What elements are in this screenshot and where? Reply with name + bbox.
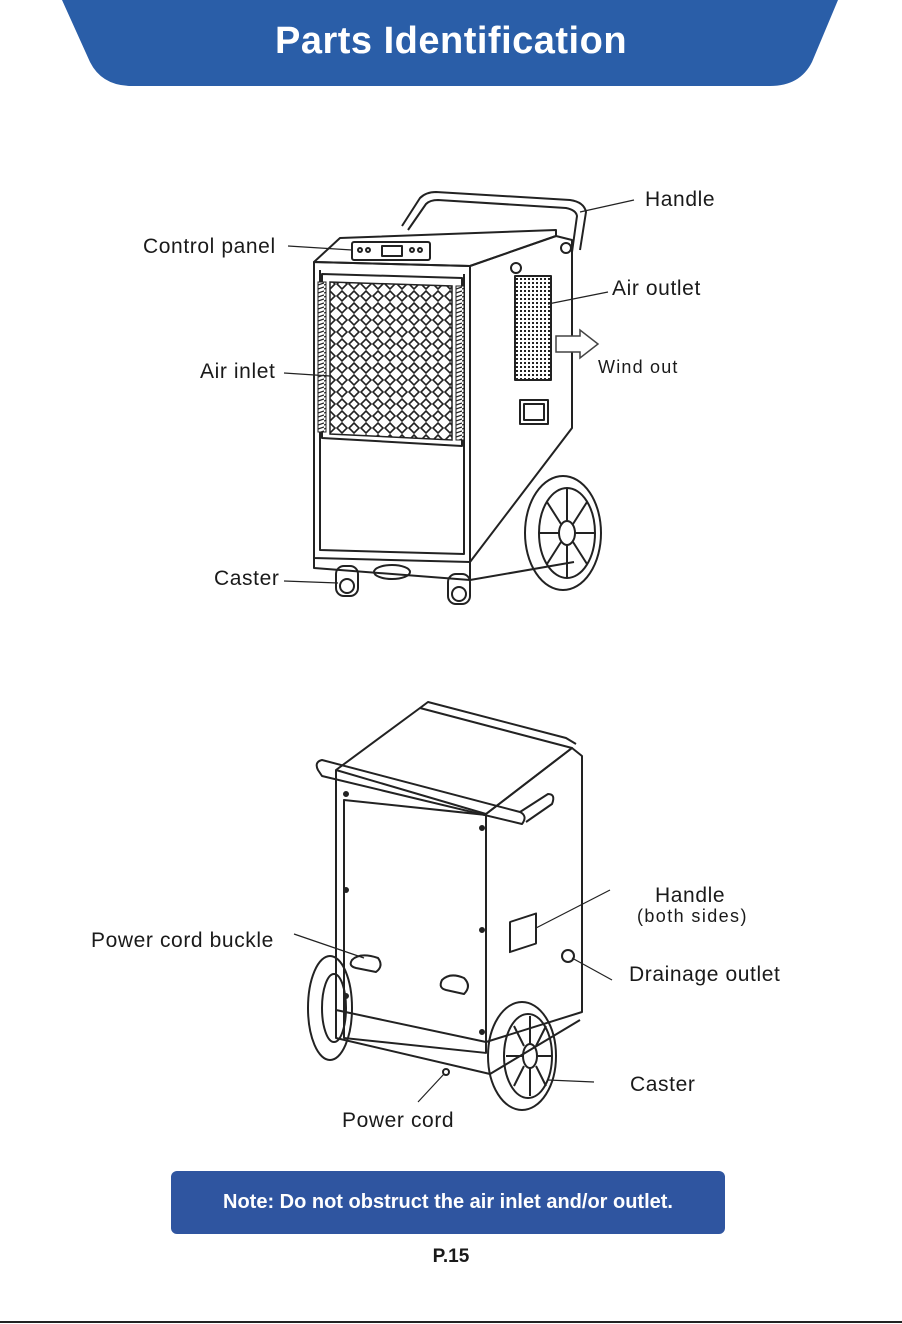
back-side-handle — [510, 914, 536, 952]
back-top — [336, 708, 572, 814]
page-number: P.15 — [0, 1246, 902, 1268]
leader-back-handle — [536, 890, 610, 928]
label-air-inlet: Air inlet — [200, 360, 275, 384]
back-side-panel — [486, 748, 582, 1042]
leader-handle — [580, 200, 634, 212]
leader-power-cord-buckle — [294, 934, 364, 958]
back-left-wheel — [308, 956, 352, 1060]
leader-back-caster — [548, 1080, 594, 1082]
air-inlet-grille — [330, 282, 452, 440]
leader-air-outlet — [548, 292, 608, 304]
leader-caster — [284, 581, 338, 583]
front-wheel — [525, 476, 601, 590]
wind-out-arrow — [556, 330, 598, 358]
bottom-rule — [0, 1321, 902, 1323]
label-drainage-outlet: Drainage outlet — [629, 963, 780, 987]
page-title: Parts Identification — [0, 20, 902, 63]
front-view-figure: Handle Control panel Air outlet Wind out… — [0, 170, 902, 610]
label-back-caster: Caster — [630, 1073, 695, 1097]
label-power-cord: Power cord — [342, 1109, 454, 1133]
leader-drainage-outlet — [572, 958, 612, 980]
leader-power-cord — [418, 1074, 444, 1102]
label-handle-note: (both sides) — [637, 906, 748, 927]
label-control-panel: Control panel — [143, 235, 276, 259]
drainage-outlet — [562, 950, 574, 962]
back-right-wheel — [488, 1002, 556, 1110]
label-back-handle: Handle — [655, 884, 725, 908]
back-view-figure: Handle (both sides) Power cord buckle Dr… — [0, 690, 902, 1150]
label-handle: Handle — [645, 188, 715, 212]
front-view-illustration — [0, 170, 902, 610]
label-air-outlet: Air outlet — [612, 277, 701, 301]
label-caster: Caster — [214, 567, 279, 591]
note-text: Note: Do not obstruct the air inlet and/… — [223, 1191, 673, 1214]
label-wind-out: Wind out — [598, 357, 679, 378]
air-outlet-grille — [515, 276, 551, 380]
label-power-cord-buckle: Power cord buckle — [91, 929, 274, 953]
leader-control-panel — [288, 246, 352, 250]
power-cord-buckle — [351, 955, 381, 972]
note-box: Note: Do not obstruct the air inlet and/… — [171, 1171, 725, 1234]
back-view-illustration — [0, 690, 902, 1150]
